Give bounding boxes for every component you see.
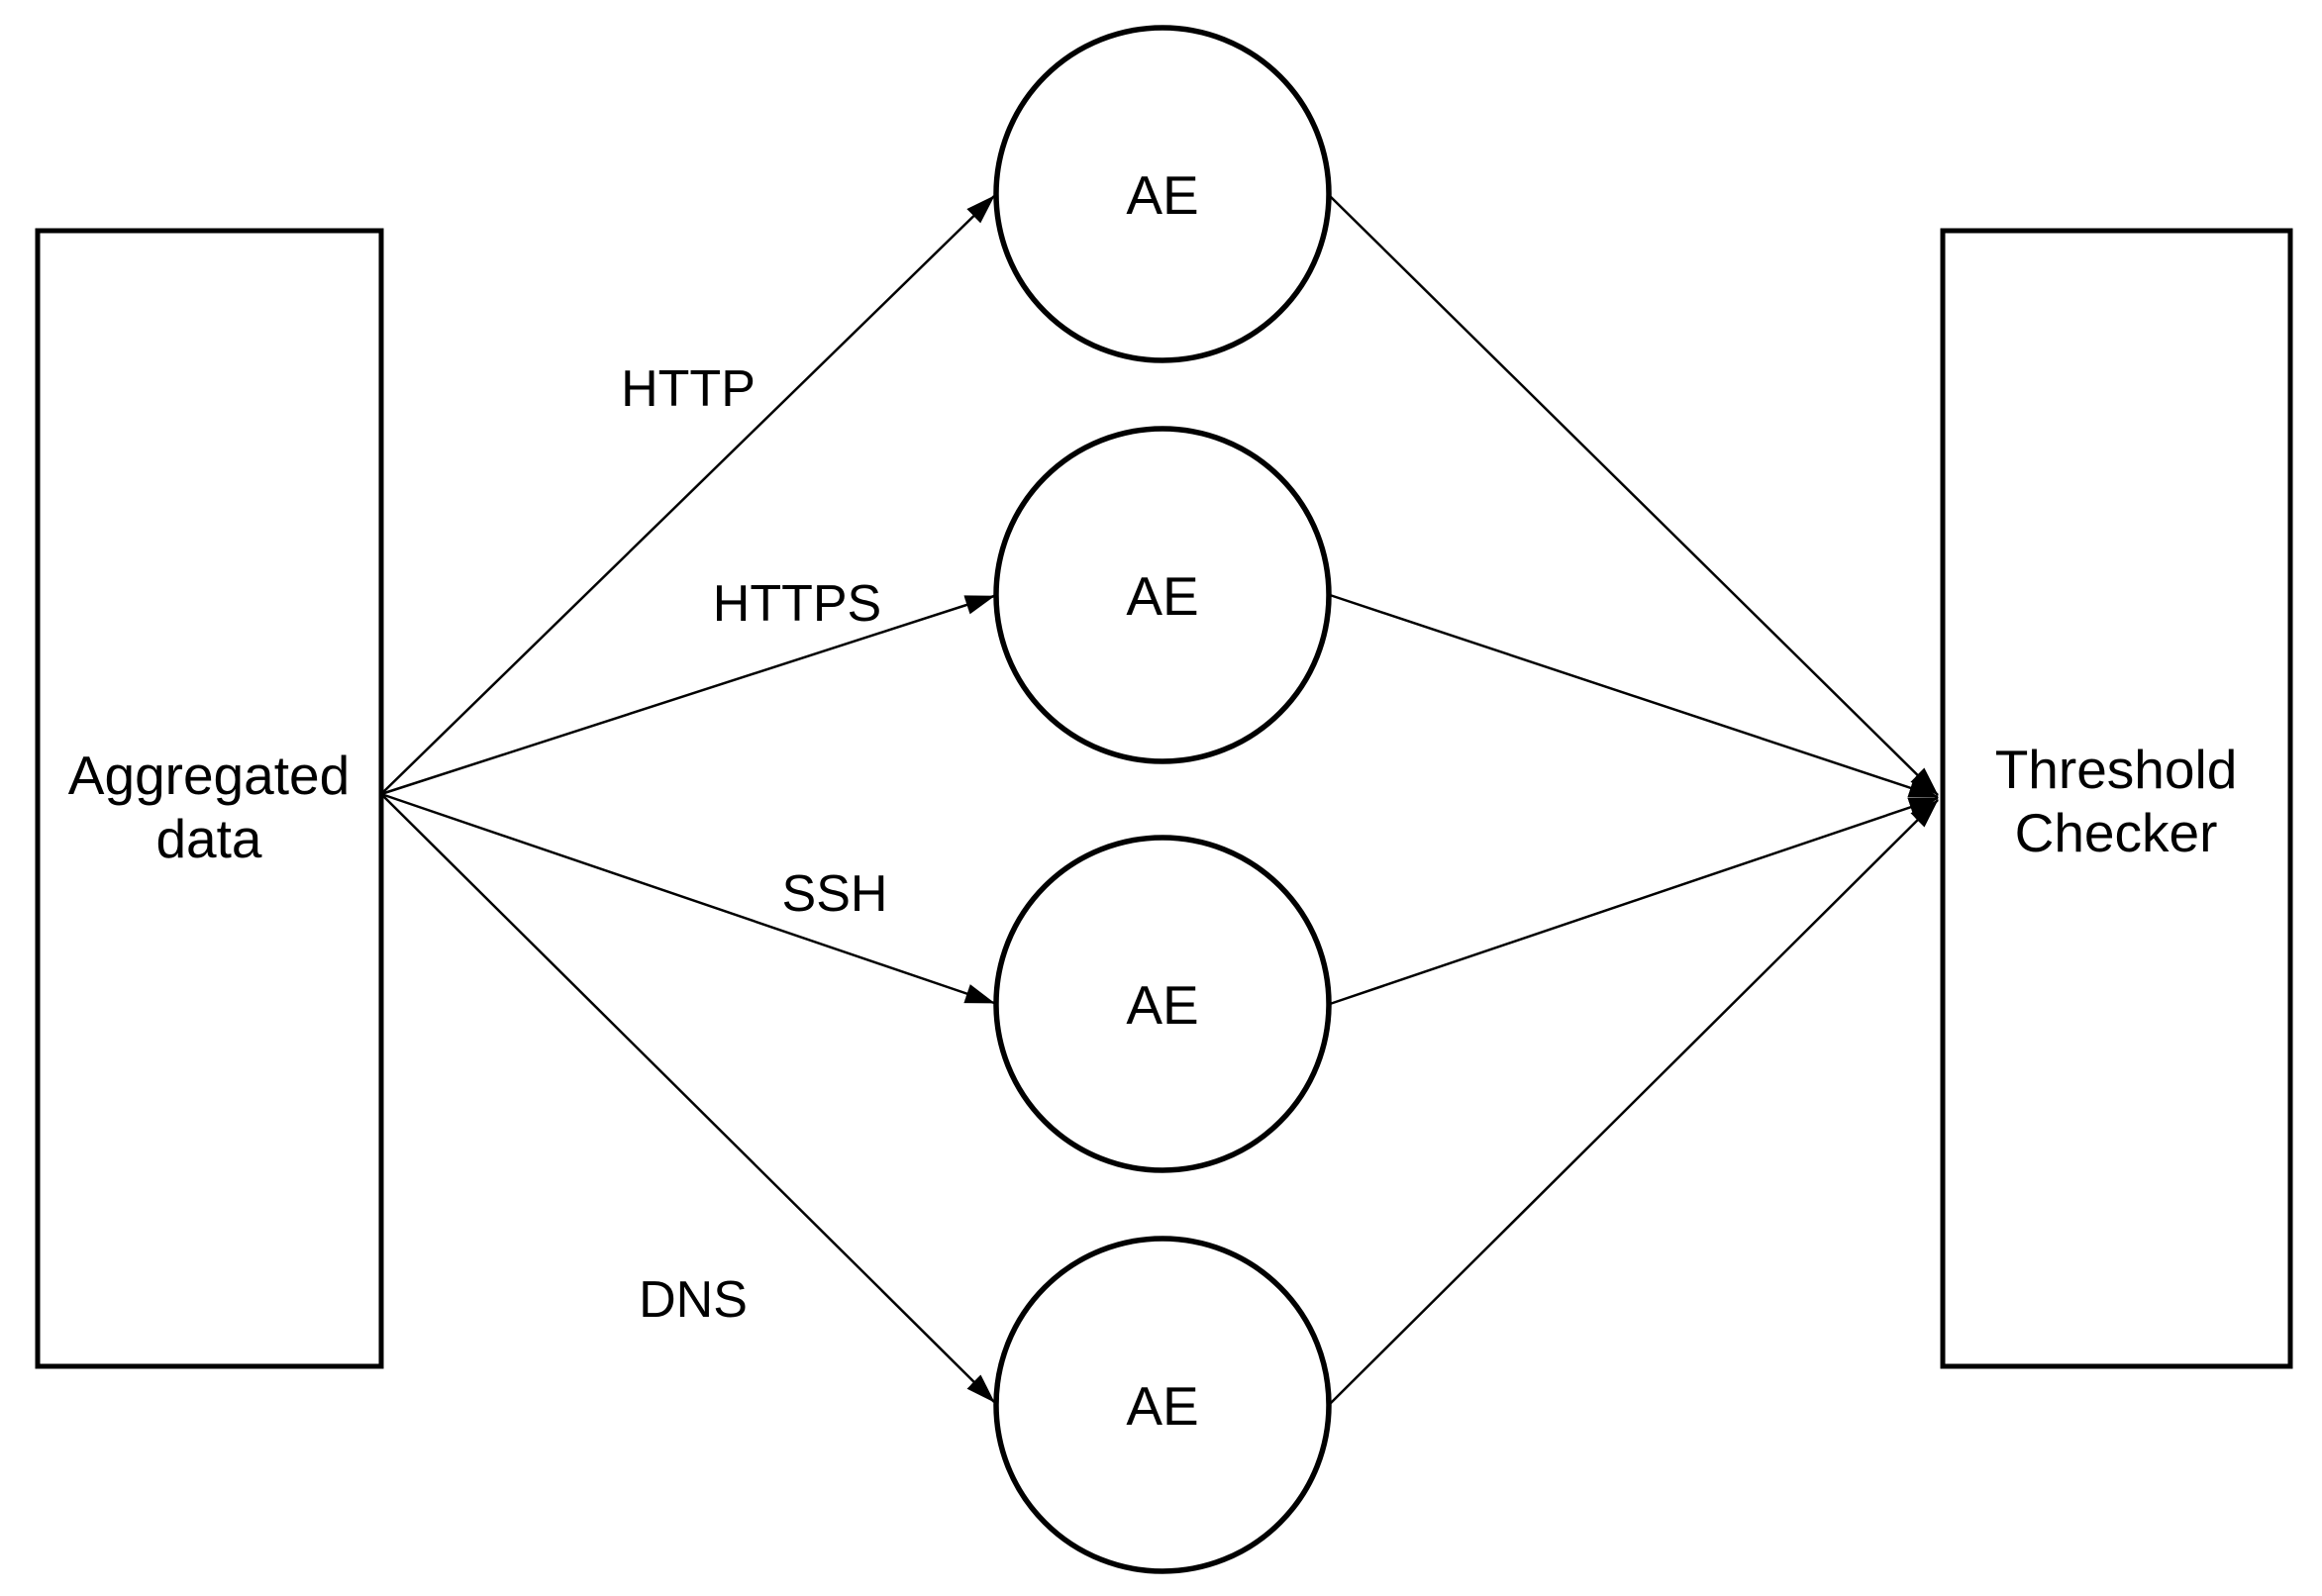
edge-https-line [380, 594, 995, 796]
edge-label-dns: DNS [639, 1271, 748, 1329]
threshold-checker-label-line2: Checker [2015, 802, 2218, 863]
ae-node-4 [993, 1236, 1332, 1574]
edge-ae4-to-checker-line [1328, 799, 1939, 1406]
aggregated-data-label-line2: data [155, 808, 261, 869]
edge-ae2-to-checker-line [1329, 593, 1939, 799]
ae-node-4-label: AE [1126, 1375, 1198, 1437]
aggregated-data-box [35, 228, 384, 1369]
edge-label-ssh: SSH [782, 865, 888, 923]
ae-node-3-label: AE [1126, 974, 1198, 1036]
edge-http-line [380, 195, 995, 795]
edge-dns-line [380, 793, 995, 1403]
edge-label-http: HTTP [621, 360, 756, 418]
threshold-checker-box [1940, 228, 2293, 1369]
ae-node-3 [993, 835, 1332, 1173]
ae-node-2 [993, 426, 1332, 764]
aggregated-data-label-line1: Aggregated [68, 745, 350, 806]
edge-label-https: HTTPS [713, 575, 881, 633]
ae-node-2-label: AE [1126, 565, 1198, 627]
threshold-checker-label-line1: Threshold [1995, 739, 2238, 800]
edge-ae1-to-checker-line [1328, 194, 1939, 796]
ae-node-1-label: AE [1126, 164, 1198, 226]
edge-ae3-to-checker-line [1329, 796, 1939, 1006]
ae-node-1 [993, 25, 1332, 363]
edge-ssh-line [380, 792, 995, 1005]
